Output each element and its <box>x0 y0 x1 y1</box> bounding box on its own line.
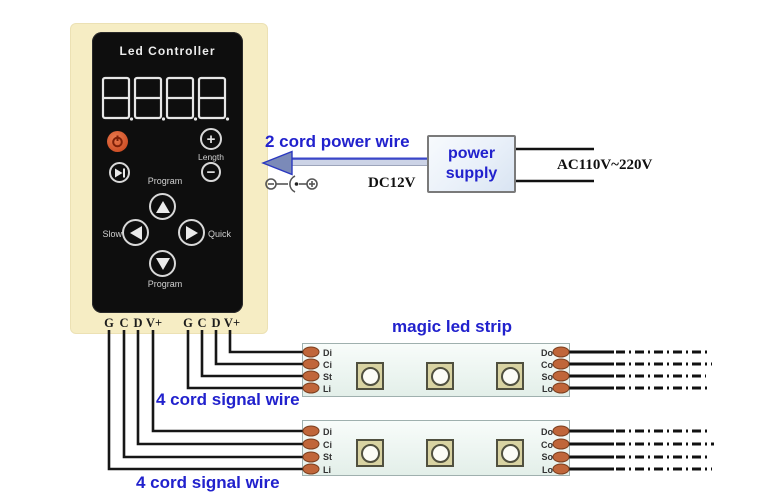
terminal-g1-v: V+ <box>145 316 163 330</box>
led-lens <box>430 443 450 463</box>
length-label: Length <box>198 152 224 162</box>
terminal-g1-g: G <box>104 316 114 330</box>
strip2-output-lo: Lo <box>542 465 553 475</box>
up-arrow-button[interactable] <box>149 193 176 220</box>
down-arrow-icon <box>155 257 170 270</box>
signal-wire-label-bottom: 4 cord signal wire <box>136 473 280 492</box>
length-plus-button[interactable]: + <box>200 128 222 150</box>
terminal-g2-d: D <box>211 316 221 330</box>
power-button[interactable] <box>107 131 128 152</box>
strip1-output-wires <box>564 350 712 390</box>
minus-icon: − <box>206 163 216 181</box>
led-strip-2: Di Ci St Li Do Co So Lo <box>302 420 570 476</box>
strip2-output-wires <box>564 429 714 471</box>
left-arrow-icon <box>129 225 142 240</box>
led-controller: Led Controller + Length − Pr <box>92 32 243 313</box>
led-lens <box>500 443 520 463</box>
strip2-input-di: Di <box>323 427 332 437</box>
power-icon <box>112 135 123 148</box>
slow-label: Slow <box>102 229 122 239</box>
strip2-output-so: So <box>541 452 553 462</box>
strip1-input-ci: Ci <box>323 360 332 370</box>
strip1-output-do: Do <box>541 348 553 358</box>
ac-voltage-label: AC110V~220V <box>557 157 653 173</box>
terminal-g1-d: D <box>133 316 143 330</box>
power-supply-label-line1: power <box>447 145 496 162</box>
play-pause-button[interactable] <box>109 162 130 183</box>
power-arrow-icon <box>261 150 429 176</box>
play-pause-icon <box>114 168 125 177</box>
led-module <box>356 439 384 467</box>
power-supply-box: power supply <box>427 135 516 193</box>
up-arrow-icon <box>155 200 170 213</box>
signal-wires-group2 <box>186 330 306 390</box>
signal-wire-label-top: 4 cord signal wire <box>156 390 300 409</box>
led-module <box>496 439 524 467</box>
strip1-output-so: So <box>541 372 553 382</box>
led-lens <box>500 366 520 386</box>
strip1-input-st: St <box>323 372 332 382</box>
dc-connector-icon <box>265 175 318 193</box>
left-arrow-button[interactable] <box>122 219 149 246</box>
right-arrow-icon <box>185 225 198 240</box>
strip1-input-di: Di <box>323 348 332 358</box>
led-module <box>496 362 524 390</box>
power-supply-label-line2: supply <box>445 165 498 182</box>
led-lens <box>360 443 380 463</box>
led-module <box>426 362 454 390</box>
strip1-input-li: Li <box>323 384 331 394</box>
led-module <box>426 439 454 467</box>
terminal-g1-c: C <box>119 316 129 330</box>
led-strip-1: Di Ci St Li Do Co So Lo <box>302 343 570 397</box>
led-module <box>356 362 384 390</box>
magic-led-strip-title: magic led strip <box>392 317 512 336</box>
terminal-g2-g: G <box>183 316 193 330</box>
program-up-label: Program <box>147 176 183 186</box>
strip1-output-lo: Lo <box>542 384 553 394</box>
program-down-label: Program <box>147 279 183 289</box>
down-arrow-button[interactable] <box>149 250 176 277</box>
strip2-input-st: St <box>323 452 332 462</box>
dc-voltage-label: DC12V <box>368 175 416 191</box>
strip2-input-ci: Ci <box>323 440 332 450</box>
terminal-g2-v: V+ <box>223 316 241 330</box>
quick-label: Quick <box>208 229 232 239</box>
right-arrow-button[interactable] <box>178 219 205 246</box>
led-lens <box>360 366 380 386</box>
strip2-output-co: Co <box>541 440 553 450</box>
led-lens <box>430 366 450 386</box>
seven-segment-display <box>101 76 230 121</box>
power-wire-label: 2 cord power wire <box>265 132 410 151</box>
controller-title: Led Controller <box>119 44 216 58</box>
strip2-input-li: Li <box>323 465 331 475</box>
length-minus-button[interactable]: − <box>201 162 221 182</box>
terminal-g2-c: C <box>197 316 207 330</box>
strip1-output-co: Co <box>541 360 553 370</box>
strip2-output-do: Do <box>541 427 553 437</box>
plus-icon: + <box>206 130 216 148</box>
